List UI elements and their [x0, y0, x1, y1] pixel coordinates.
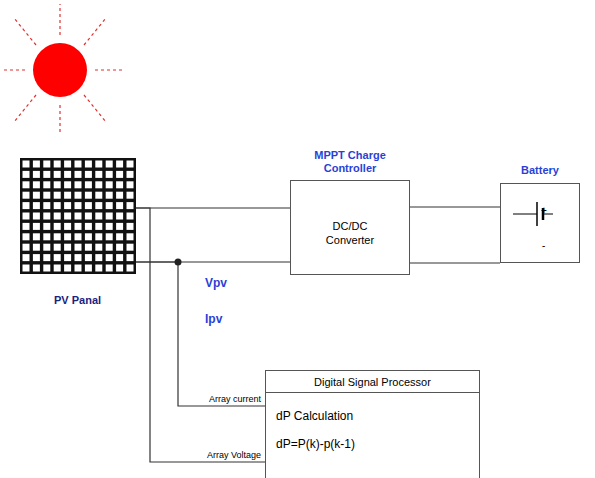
wire	[410, 262, 500, 263]
junction-dot	[175, 259, 182, 266]
wire	[136, 207, 290, 208]
dsp-box: Digital Signal Processor dP Calculation dP…	[265, 370, 480, 478]
wire	[136, 208, 265, 462]
controller-heading: MPPT Charge Controller	[295, 149, 405, 175]
polarity-sign: -	[542, 240, 545, 251]
signal-name: Ipv	[205, 312, 222, 326]
dsp-formula: dP=P(k)-p(k-1)	[266, 437, 479, 451]
polarity-sign: +	[541, 205, 547, 216]
signal-name: Vpv	[205, 276, 227, 290]
wire	[410, 206, 500, 207]
sun-rays	[2, 4, 125, 135]
wire-label: Array current	[209, 394, 261, 404]
sun	[33, 43, 87, 97]
wire	[136, 262, 265, 406]
battery-heading: Battery	[521, 164, 559, 176]
pv-panel: PV Panal	[20, 158, 136, 274]
battery-symbol	[501, 184, 581, 264]
converter-label: DC/DC Converter	[315, 219, 385, 247]
panel-label: PV Panal	[54, 294, 101, 306]
dcdc-converter-box: MPPT Charge ControllerDC/DC Converter	[290, 180, 410, 275]
wire-label: Array Voltage	[207, 450, 261, 460]
dsp-function: dP Calculation	[266, 409, 479, 423]
dsp-heading: Digital Signal Processor	[266, 371, 479, 393]
battery-box: Battery	[500, 183, 580, 263]
pv-grid	[20, 158, 136, 274]
